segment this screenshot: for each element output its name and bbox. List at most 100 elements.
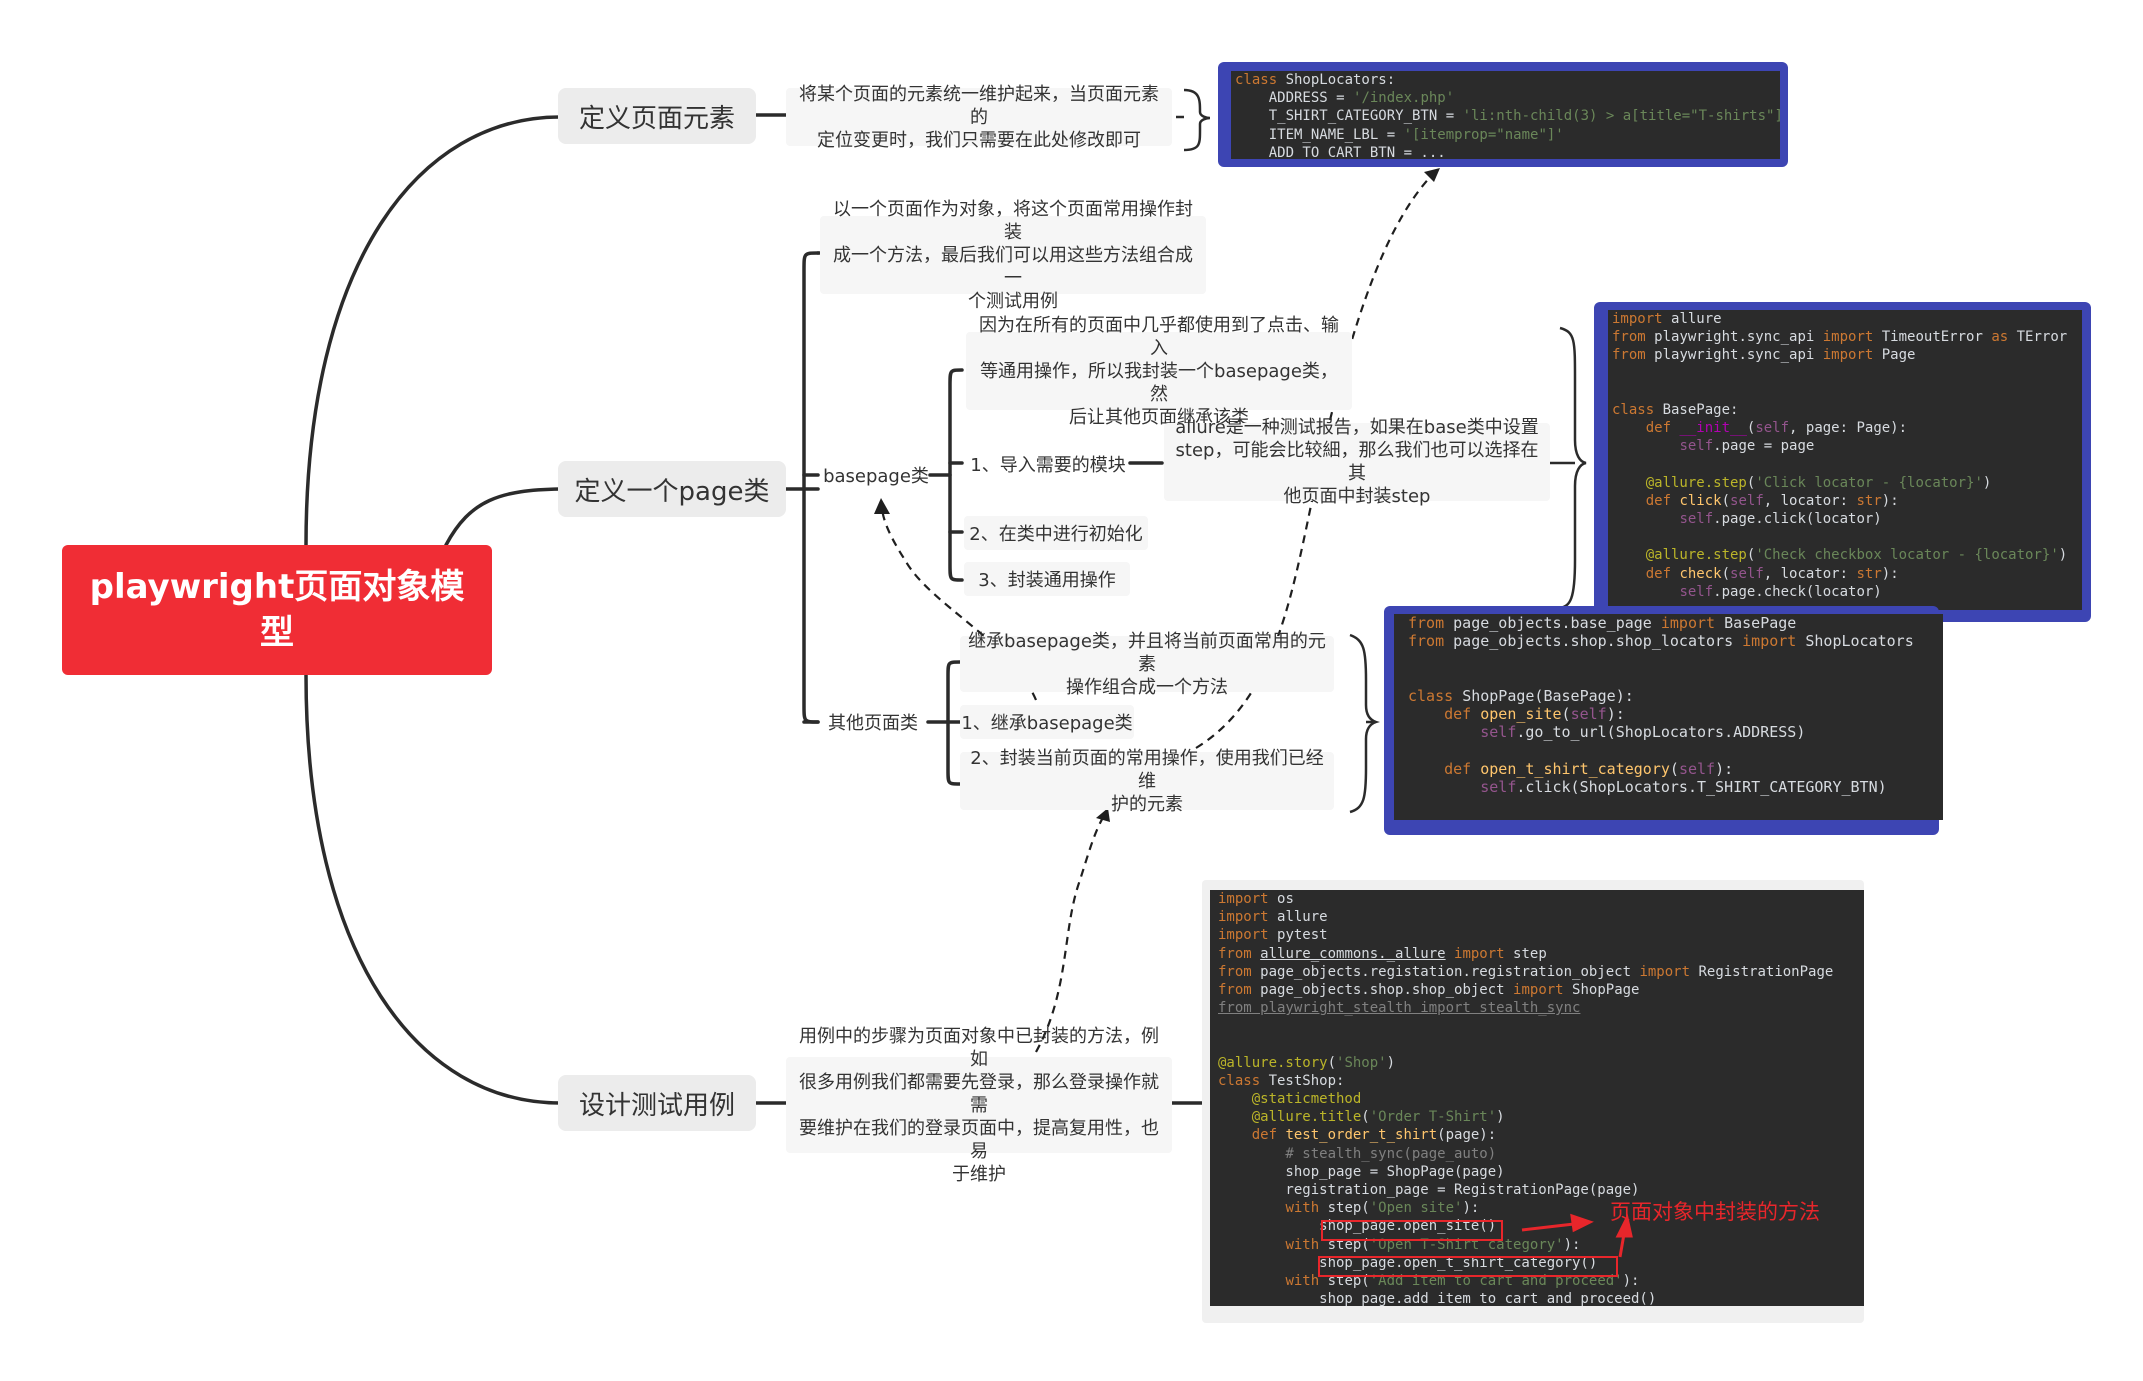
code-token: .page.click(locator) (1713, 511, 1882, 528)
basepage-step-init[interactable]: 2、在类中进行初始化 (964, 516, 1148, 550)
code-line: from playwright.sync_api import TimeoutE… (1612, 328, 2082, 346)
code-token: ): (1715, 759, 1734, 778)
topic-define-elements[interactable]: 定义页面元素 (558, 88, 756, 144)
root-topic[interactable]: playwright页面对象模型 (62, 545, 492, 675)
code-token: from playwright_stealth import stealth_s… (1218, 1000, 1581, 1017)
code-token: '/index.php' (1353, 90, 1455, 107)
code-token: import (1218, 909, 1278, 926)
code-token: .click(ShopLocators.T_SHIRT_CATEGORY_BTN… (1516, 777, 1887, 796)
code-line: self.click(ShopLocators.T_SHIRT_CATEGORY… (1408, 778, 1943, 796)
highlight-open-site (1321, 1220, 1503, 1241)
code-image-shop-locators: class ShopLocators: ADDRESS = '/index.ph… (1218, 62, 1788, 167)
code-token: with (1285, 1236, 1328, 1253)
code-token: T_SHIRT_CATEGORY_BTN = (1235, 108, 1463, 125)
code-token: __init__ (1679, 420, 1747, 437)
code-token: 'li:nth-child(3) > a[title="T-shirts"]' (1462, 108, 1780, 125)
code-line: self.page = page (1612, 437, 2082, 455)
code-line: from page_objects.base_page import BaseP… (1408, 614, 1943, 632)
topic-basepage[interactable]: basepage类 (823, 466, 929, 487)
arrowhead-basepage (874, 498, 890, 514)
code-token: import (1218, 891, 1278, 907)
code-token: ( (1721, 492, 1731, 509)
code-token: RegistrationPage (1698, 963, 1834, 980)
code-line: @allure.story('Shop') (1218, 1054, 1864, 1072)
code-token: , locator: (1763, 492, 1857, 509)
code-token: import (1445, 945, 1514, 962)
code-token: , page: Page): (1789, 420, 1908, 437)
note-other-pages[interactable]: 继承basepage类，并且将当前页面常用的元素 操作组合成一个方法 (960, 631, 1334, 698)
other-step-inherit[interactable]: 1、继承basepage类 (960, 705, 1134, 739)
note-define-elements[interactable]: 将某个页面的元素统一维护起来，当页面元素的 定位变更时，我们只需要在此处修改即可 (786, 84, 1172, 151)
code-shoppage: from page_objects.base_page import BaseP… (1394, 614, 1943, 820)
arrowhead-locators (1424, 168, 1440, 182)
code-token: open_t_shirt_category (1480, 759, 1670, 778)
code-token: ( (1561, 704, 1571, 723)
code-token: ( (1721, 565, 1731, 582)
code-line: ADDRESS = '/index.php' (1235, 89, 1780, 107)
code-token: def (1645, 420, 1680, 437)
code-token: 'Shop' (1336, 1054, 1387, 1071)
code-line: ITEM_NAME_LBL = '[itemprop="name"]' (1235, 126, 1780, 144)
code-token: from (1612, 329, 1655, 346)
code-token: 'Open site' (1369, 1200, 1463, 1217)
code-line: def test_order_t_shirt(page): (1218, 1126, 1864, 1144)
code-token: playwright.sync_api (1654, 347, 1823, 364)
code-token: self (1679, 511, 1714, 528)
code-token: from (1218, 963, 1261, 980)
code-line: @allure.step('Check checkbox locator - {… (1612, 546, 2082, 564)
highlight-open-tshirt-category (1318, 1256, 1618, 1277)
basepage-step-common-ops[interactable]: 3、封装通用操作 (964, 562, 1130, 596)
code-token: def (1444, 704, 1481, 723)
code-token: @allure.title (1251, 1109, 1362, 1126)
code-token: ): (1881, 565, 1899, 582)
code-token: ( (1361, 1109, 1370, 1126)
link-root-define-elements (304, 115, 562, 547)
code-token: ): (1881, 492, 1899, 509)
code-token: import (1612, 311, 1672, 327)
code-line: def check(self, locator: str): (1612, 565, 2082, 583)
code-token: from (1612, 347, 1655, 364)
code-token: ITEM_NAME_LBL = (1235, 126, 1404, 143)
code-token: str (1856, 565, 1882, 582)
code-token: click (1679, 492, 1722, 509)
topic-other-pages[interactable]: 其他页面类 (828, 713, 918, 734)
code-token: TimeoutError (1881, 329, 1992, 346)
code-token: BasePage (1724, 614, 1797, 632)
other-step-wrap-ops[interactable]: 2、封装当前页面的常用操作，使用我们已经维 护的元素 (960, 748, 1334, 815)
bracket-basepage (948, 368, 964, 582)
code-token: .page.check(locator) (1713, 583, 1882, 600)
dashed-arrow-test-to-other (1035, 815, 1105, 1053)
code-token: self (1570, 704, 1607, 723)
code-token: pytest (1277, 927, 1328, 944)
code-token: self (1755, 420, 1790, 437)
code-token: registration_page = RegistrationPage(pag… (1218, 1182, 1640, 1198)
basepage-step-import[interactable]: 1、导入需要的模块 (970, 455, 1126, 476)
note-allure[interactable]: allure是一种测试报告，如果在base类中设置 step，可能会比较細，那么… (1164, 417, 1550, 507)
code-line: shop_page.open_t_shirt_category() (1218, 1254, 1864, 1272)
code-token: ): (1606, 704, 1625, 723)
code-token: allure (1671, 311, 1722, 327)
code-token: ): (1622, 1272, 1640, 1289)
code-token: import (1639, 963, 1699, 980)
code-token: ADDRESS = (1235, 90, 1354, 107)
code-token: import (1218, 927, 1278, 944)
topic-design-tests[interactable]: 设计测试用例 (558, 1075, 756, 1131)
code-token: os (1277, 891, 1294, 907)
code-token: playwright.sync_api (1654, 329, 1823, 346)
code-token: TestShop: (1268, 1072, 1345, 1089)
code-token: import (1660, 614, 1725, 632)
code-line: from playwright_stealth import stealth_s… (1218, 999, 1864, 1017)
brace-elements (1183, 88, 1211, 152)
code-token: self (1678, 759, 1716, 778)
topic-define-page-class[interactable]: 定义一个page类 (558, 461, 786, 517)
code-token: with (1285, 1272, 1328, 1289)
code-line: shop_page = ShopPage(page) (1218, 1163, 1864, 1181)
code-token: .go_to_url(ShopLocators.ADDRESS) (1516, 723, 1806, 742)
code-line: self.page.click(locator) (1612, 510, 2082, 528)
code-token: step( (1327, 1200, 1370, 1217)
code-token: page_objects.registation.registration_ob… (1260, 963, 1640, 980)
code-line: class TestShop: (1218, 1072, 1864, 1090)
